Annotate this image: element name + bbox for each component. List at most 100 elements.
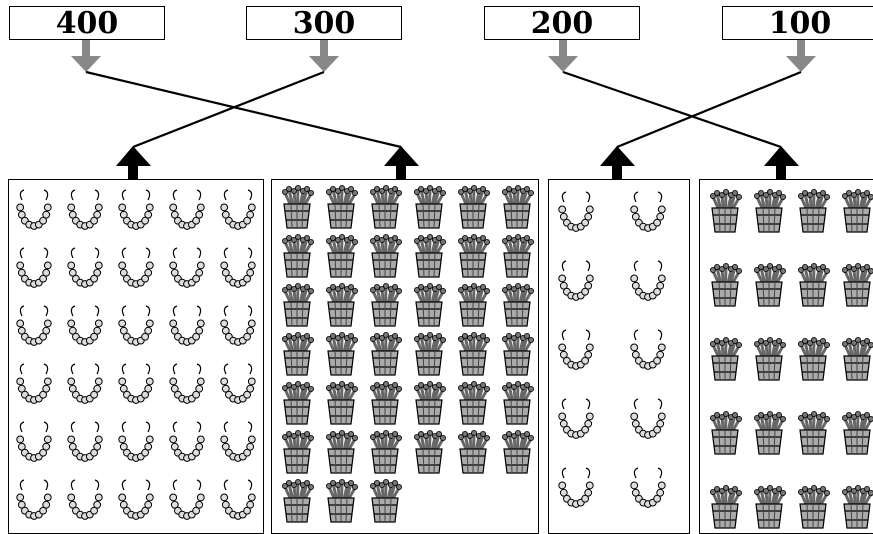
basket-item bbox=[705, 262, 745, 308]
group-baskets-20 bbox=[699, 179, 873, 534]
necklace-item bbox=[628, 466, 668, 512]
necklace-item bbox=[628, 397, 668, 443]
necklace-icon bbox=[16, 305, 52, 346]
basket-icon bbox=[282, 185, 314, 229]
basket-icon bbox=[282, 479, 314, 523]
necklace-icon bbox=[67, 421, 103, 462]
basket-item bbox=[497, 184, 537, 230]
basket-item bbox=[497, 233, 537, 279]
basket-item bbox=[365, 429, 405, 475]
basket-item bbox=[365, 380, 405, 426]
number-label: 100 bbox=[768, 5, 832, 41]
black-arrow-icon bbox=[600, 146, 635, 180]
necklace-icon bbox=[169, 305, 205, 346]
basket-item bbox=[277, 478, 317, 524]
basket-item bbox=[277, 282, 317, 328]
basket-icon bbox=[326, 234, 358, 278]
basket-icon bbox=[754, 189, 786, 233]
basket-icon bbox=[370, 283, 402, 327]
connector-line bbox=[616, 70, 802, 149]
basket-item bbox=[321, 282, 361, 328]
basket-item bbox=[705, 484, 745, 530]
basket-item bbox=[793, 410, 833, 456]
basket-item bbox=[837, 410, 873, 456]
basket-icon bbox=[502, 381, 534, 425]
basket-icon bbox=[326, 381, 358, 425]
basket-icon bbox=[710, 485, 742, 529]
basket-item bbox=[705, 336, 745, 382]
basket-icon bbox=[798, 485, 830, 529]
gray-arrow-icon bbox=[786, 40, 816, 72]
necklace-icon bbox=[16, 479, 52, 520]
necklace-item bbox=[116, 420, 156, 466]
basket-item bbox=[793, 188, 833, 234]
basket-item bbox=[277, 184, 317, 230]
basket-item bbox=[453, 233, 493, 279]
black-arrow-icon bbox=[764, 146, 799, 180]
necklace-icon bbox=[118, 189, 154, 230]
basket-item bbox=[365, 233, 405, 279]
necklace-icon bbox=[630, 467, 666, 508]
necklace-icon bbox=[67, 305, 103, 346]
basket-item bbox=[749, 188, 789, 234]
basket-icon bbox=[710, 189, 742, 233]
necklace-icon bbox=[118, 363, 154, 404]
necklace-icon bbox=[558, 191, 594, 232]
basket-icon bbox=[326, 283, 358, 327]
basket-icon bbox=[798, 263, 830, 307]
basket-item bbox=[453, 282, 493, 328]
necklace-item bbox=[167, 246, 207, 292]
necklace-icon bbox=[169, 247, 205, 288]
necklace-item bbox=[218, 304, 258, 350]
basket-icon bbox=[502, 283, 534, 327]
basket-icon bbox=[282, 381, 314, 425]
basket-icon bbox=[502, 332, 534, 376]
basket-icon bbox=[458, 332, 490, 376]
basket-item bbox=[749, 262, 789, 308]
basket-item bbox=[365, 478, 405, 524]
necklace-item bbox=[218, 188, 258, 234]
basket-icon bbox=[502, 430, 534, 474]
gray-arrow-icon bbox=[548, 40, 578, 72]
group-necklaces-30 bbox=[8, 179, 264, 534]
gray-arrow-icon bbox=[309, 40, 339, 72]
necklace-icon bbox=[630, 191, 666, 232]
necklace-icon bbox=[169, 421, 205, 462]
basket-item bbox=[277, 429, 317, 475]
necklace-item bbox=[218, 246, 258, 292]
group-necklaces-10 bbox=[548, 179, 690, 534]
basket-item bbox=[321, 478, 361, 524]
basket-icon bbox=[282, 430, 314, 474]
basket-icon bbox=[502, 185, 534, 229]
basket-icon bbox=[414, 185, 446, 229]
necklace-item bbox=[167, 188, 207, 234]
number-arrows bbox=[71, 40, 816, 72]
necklace-item bbox=[14, 304, 54, 350]
necklace-item bbox=[628, 259, 668, 305]
necklace-icon bbox=[16, 363, 52, 404]
necklace-item bbox=[14, 478, 54, 524]
basket-icon bbox=[326, 185, 358, 229]
group-baskets-39 bbox=[271, 179, 539, 534]
basket-icon bbox=[414, 283, 446, 327]
basket-item bbox=[321, 380, 361, 426]
necklace-icon bbox=[220, 479, 256, 520]
necklace-item bbox=[14, 246, 54, 292]
basket-icon bbox=[754, 337, 786, 381]
necklace-icon bbox=[118, 479, 154, 520]
necklace-icon bbox=[16, 189, 52, 230]
basket-icon bbox=[842, 189, 873, 233]
basket-icon bbox=[370, 479, 402, 523]
necklace-item bbox=[628, 190, 668, 236]
basket-item bbox=[837, 188, 873, 234]
basket-icon bbox=[282, 234, 314, 278]
necklace-icon bbox=[220, 421, 256, 462]
basket-icon bbox=[370, 234, 402, 278]
necklace-icon bbox=[558, 329, 594, 370]
necklace-icon bbox=[220, 305, 256, 346]
basket-icon bbox=[414, 430, 446, 474]
basket-icon bbox=[370, 332, 402, 376]
necklace-icon bbox=[220, 247, 256, 288]
necklace-icon bbox=[16, 247, 52, 288]
